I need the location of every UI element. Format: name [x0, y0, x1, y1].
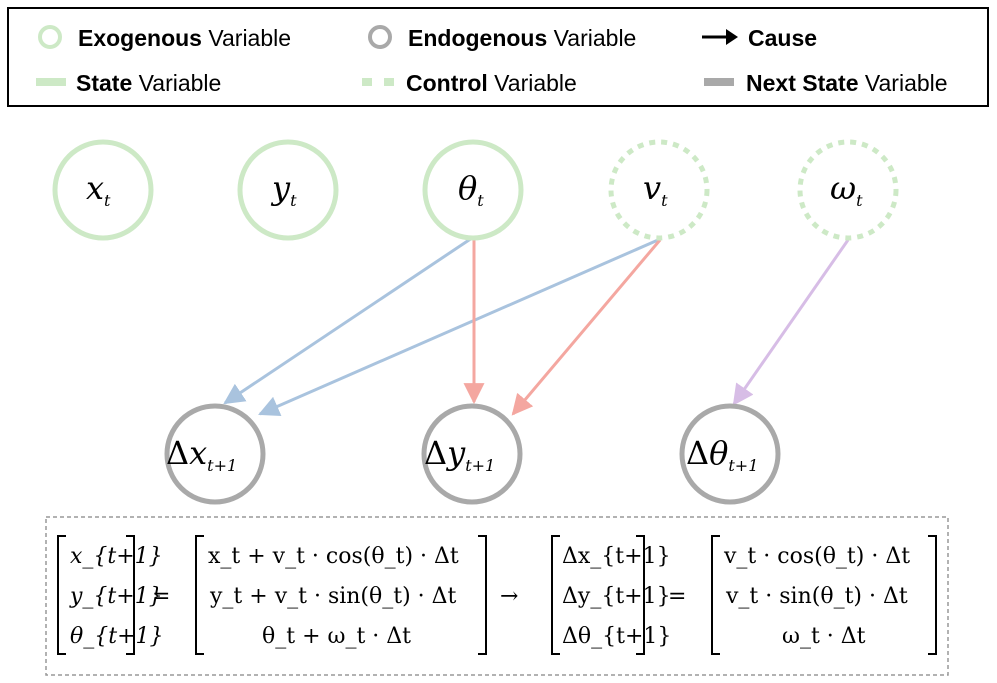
legend-endogenous: Endogenous Variable — [408, 25, 636, 51]
legend-control: Control Variable — [406, 70, 577, 96]
node-delta-theta: Δθt+1 — [679, 403, 781, 505]
edges — [223, 236, 850, 417]
exogenous-legend-icon — [38, 25, 62, 49]
svg-text:vt: vt — [643, 169, 668, 210]
edge-v-to-dy — [511, 239, 662, 416]
rhs1-row-1: x_t + v_t · cos(θ_t) · Δt — [208, 544, 459, 569]
node-y-t: yt — [237, 139, 339, 241]
edge-theta-to-dx — [223, 236, 473, 405]
node-omega-t: ωt — [797, 139, 899, 241]
svg-text:yt: yt — [270, 169, 297, 210]
lhs-row-3: θ_{t+1} — [70, 624, 164, 649]
svg-text:xt: xt — [86, 169, 111, 210]
delta-row-3: Δθ_{t+1} — [562, 624, 671, 649]
svg-text:Δθt+1: Δθt+1 — [686, 434, 758, 475]
implies-arrow: → — [500, 584, 518, 609]
node-delta-x: Δxt+1 — [164, 403, 266, 505]
edge-omega-to-dtheta — [732, 239, 850, 406]
rhs1-row-3: θ_t + ω_t · Δt — [262, 624, 411, 649]
node-x-t: xt — [52, 139, 154, 241]
legend-next-state: Next State Variable — [746, 70, 948, 96]
node-v-t: vt — [608, 139, 710, 241]
control-legend-icon — [362, 78, 394, 86]
delta-row-1: Δx_{t+1} — [562, 544, 671, 569]
svg-text:θt: θt — [458, 169, 484, 210]
equation-box: x_{t+1} y_{t+1} θ_{t+1} = x_t + v_t · co… — [45, 516, 949, 676]
lhs-row-2: y_{t+1} — [69, 584, 163, 609]
svg-text:ωt: ωt — [830, 169, 863, 210]
svg-text:Δyt+1: Δyt+1 — [424, 434, 495, 475]
state-legend-icon — [36, 78, 66, 86]
endogenous-legend-icon — [368, 25, 392, 49]
arrow-legend-icon — [702, 29, 738, 45]
equals-1: = — [152, 584, 170, 609]
delta-row-2: Δy_{t+1} — [562, 584, 671, 609]
legend-state: State Variable — [76, 70, 221, 96]
next-state-legend-icon — [704, 78, 734, 86]
svg-text:Δxt+1: Δxt+1 — [166, 434, 237, 475]
rhs2-row-1: v_t · cos(θ_t) · Δt — [723, 544, 910, 569]
rhs2-row-2: v_t · sin(θ_t) · Δt — [725, 584, 908, 609]
lhs-row-1: x_{t+1} — [70, 544, 163, 569]
node-delta-y: Δyt+1 — [421, 403, 523, 505]
rhs1-row-2: y_t + v_t · sin(θ_t) · Δt — [209, 584, 457, 609]
rhs2-row-3: ω_t · Δt — [782, 624, 866, 649]
node-theta-t: θt — [422, 139, 524, 241]
edge-v-to-dx — [258, 238, 659, 417]
legend: Exogenous Variable Endogenous Variable C… — [7, 7, 989, 107]
legend-exogenous: Exogenous Variable — [78, 25, 291, 51]
equals-2: = — [668, 584, 686, 609]
legend-cause: Cause — [748, 25, 817, 51]
